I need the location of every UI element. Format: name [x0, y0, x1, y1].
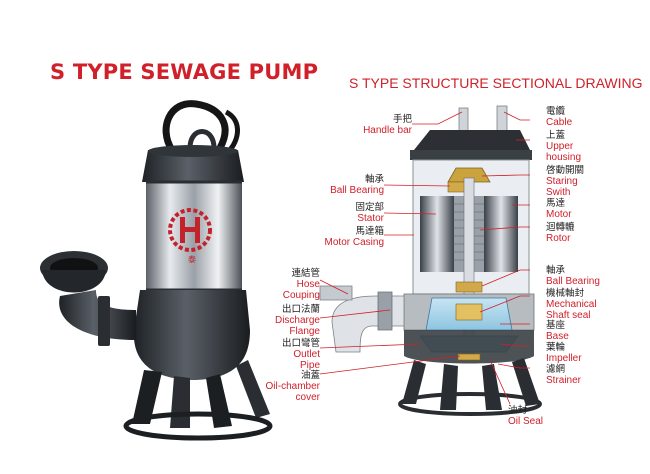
cable-part: [496, 105, 508, 133]
label-discharge-flange-en: Discharge: [274, 315, 320, 326]
label-handle-bar-zh: 手把: [392, 114, 412, 125]
label-cable: 電纜 Cable: [546, 106, 636, 128]
label-mechanical-seal-zh: 機械軸封: [546, 288, 585, 299]
label-starting-switch-en2: Swith: [546, 187, 571, 198]
label-ball-bearing-top: 軸承 Ball Bearing: [304, 174, 384, 196]
label-base: 基座 Base: [546, 320, 636, 342]
outlet-pipe-part: [331, 295, 405, 353]
label-outlet-pipe-en: Outlet: [293, 349, 320, 360]
label-oil-chamber-cover-zh: 油蓋: [300, 370, 320, 381]
volute-part: [404, 330, 534, 364]
label-hose-couping-en2: Couping: [282, 290, 320, 301]
label-upper-housing: 上蓋 Upper housing: [546, 130, 636, 163]
stator-part: [420, 196, 454, 272]
label-stator-en: Stator: [357, 213, 384, 224]
label-mechanical-seal-en: Mechanical: [546, 299, 597, 310]
label-impeller: 葉輪 Impeller: [546, 342, 636, 364]
label-discharge-flange: 出口法蘭 Discharge Flange: [240, 304, 320, 337]
label-oil-seal-en: Oil Seal: [508, 416, 544, 427]
label-upper-housing-zh: 上蓋: [546, 130, 566, 141]
label-outlet-pipe: 出口彎管 Outlet Pipe: [240, 338, 320, 371]
label-stator: 固定部 Stator: [304, 202, 384, 224]
label-oil-chamber-cover-en2: cover: [295, 392, 320, 403]
label-oil-seal-zh: 油封: [508, 405, 528, 416]
label-discharge-flange-en2: Flange: [289, 326, 320, 337]
label-ball-bearing-top-zh: 軸承: [364, 174, 384, 185]
label-handle-bar: 手把 Handle bar: [332, 114, 412, 136]
logo-mark-text: 泰: [188, 254, 196, 264]
label-strainer-zh: 濾網: [546, 364, 566, 375]
discharge-flange-part: [377, 291, 393, 331]
starting-switch-part: [447, 167, 491, 183]
label-mechanical-seal: 機械軸封 Mechanical Shaft seal: [546, 288, 636, 321]
pump-logo: 泰: [168, 208, 212, 264]
label-hose-couping: 連結管 Hose Couping: [240, 268, 320, 301]
label-ball-bearing-bottom-zh: 軸承: [546, 265, 566, 276]
pump-photo: 泰: [40, 100, 273, 441]
label-outlet-pipe-zh: 出口彎管: [281, 338, 320, 349]
pump-stainless-body: [146, 182, 242, 290]
label-starting-switch-zh: 啓動開關: [546, 165, 585, 176]
strainer-part: [398, 358, 542, 416]
label-motor: 馬達 Motor: [546, 198, 636, 220]
upper-housing-part: [414, 130, 530, 150]
label-motor-casing: 馬達箱 Motor Casing: [304, 226, 384, 248]
label-cable-zh: 電纜: [546, 106, 566, 117]
leader-lines: [319, 111, 530, 405]
label-motor-en: Motor: [546, 209, 572, 220]
label-rotor: 迴轉轆 Rotor: [546, 222, 636, 244]
oil-seal-part: [457, 353, 481, 361]
label-cable-en: Cable: [546, 117, 573, 128]
pump-cable: [162, 100, 229, 152]
handle-bar-part: [458, 107, 469, 133]
label-discharge-flange-zh: 出口法蘭: [281, 304, 320, 315]
label-oil-seal: 油封 Oil Seal: [508, 405, 598, 427]
label-motor-casing-zh: 馬達箱: [355, 226, 384, 237]
label-handle-bar-en: Handle bar: [363, 125, 412, 136]
label-hose-couping-zh: 連結管: [291, 268, 320, 279]
pump-base-stand: [123, 360, 273, 441]
diagram-title: S TYPE STRUCTURE SECTIONAL DRAWING: [349, 75, 643, 91]
label-outlet-pipe-en2: Pipe: [299, 360, 320, 371]
label-motor-casing-en: Motor Casing: [324, 237, 384, 248]
pump-discharge-elbow: [59, 290, 136, 340]
label-hose-couping-en: Hose: [296, 279, 320, 290]
mechanical-seal-part: [455, 303, 483, 321]
label-ball-bearing-bottom-en: Ball Bearing: [546, 276, 600, 287]
label-rotor-en: Rotor: [546, 233, 571, 244]
hose-coupling-part: [319, 285, 353, 301]
label-strainer: 濾網 Strainer: [546, 364, 636, 386]
label-base-zh: 基座: [546, 320, 566, 331]
ball-bearing-bottom-part: [455, 281, 483, 293]
label-impeller-zh: 葉輪: [546, 342, 566, 353]
label-stator-zh: 固定部: [355, 202, 384, 213]
pump-top-cover: [142, 150, 244, 182]
label-impeller-en: Impeller: [546, 353, 582, 364]
label-ball-bearing-top-en: Ball Bearing: [330, 185, 384, 196]
label-motor-zh: 馬達: [546, 198, 566, 209]
label-mechanical-seal-en2: Shaft seal: [546, 310, 591, 321]
label-ball-bearing-bottom: 軸承 Ball Bearing: [546, 265, 636, 287]
pump-handle: [187, 129, 217, 149]
label-starting-switch-en: Staring: [546, 176, 578, 187]
label-strainer-en: Strainer: [546, 375, 582, 386]
label-starting-switch: 啓動開關 Staring Swith: [546, 165, 636, 198]
page-title: S TYPE SEWAGE PUMP: [50, 60, 319, 84]
label-upper-housing-en: Upper: [546, 141, 574, 152]
label-rotor-zh: 迴轉轆: [546, 222, 575, 233]
sectional-drawing: [319, 105, 542, 416]
pump-volute: [133, 290, 250, 380]
label-oil-chamber-cover: 油蓋 Oil-chamber cover: [240, 370, 320, 403]
label-upper-housing-en2: housing: [546, 152, 582, 163]
label-oil-chamber-cover-en: Oil-chamber: [265, 381, 320, 392]
label-base-en: Base: [546, 331, 569, 342]
